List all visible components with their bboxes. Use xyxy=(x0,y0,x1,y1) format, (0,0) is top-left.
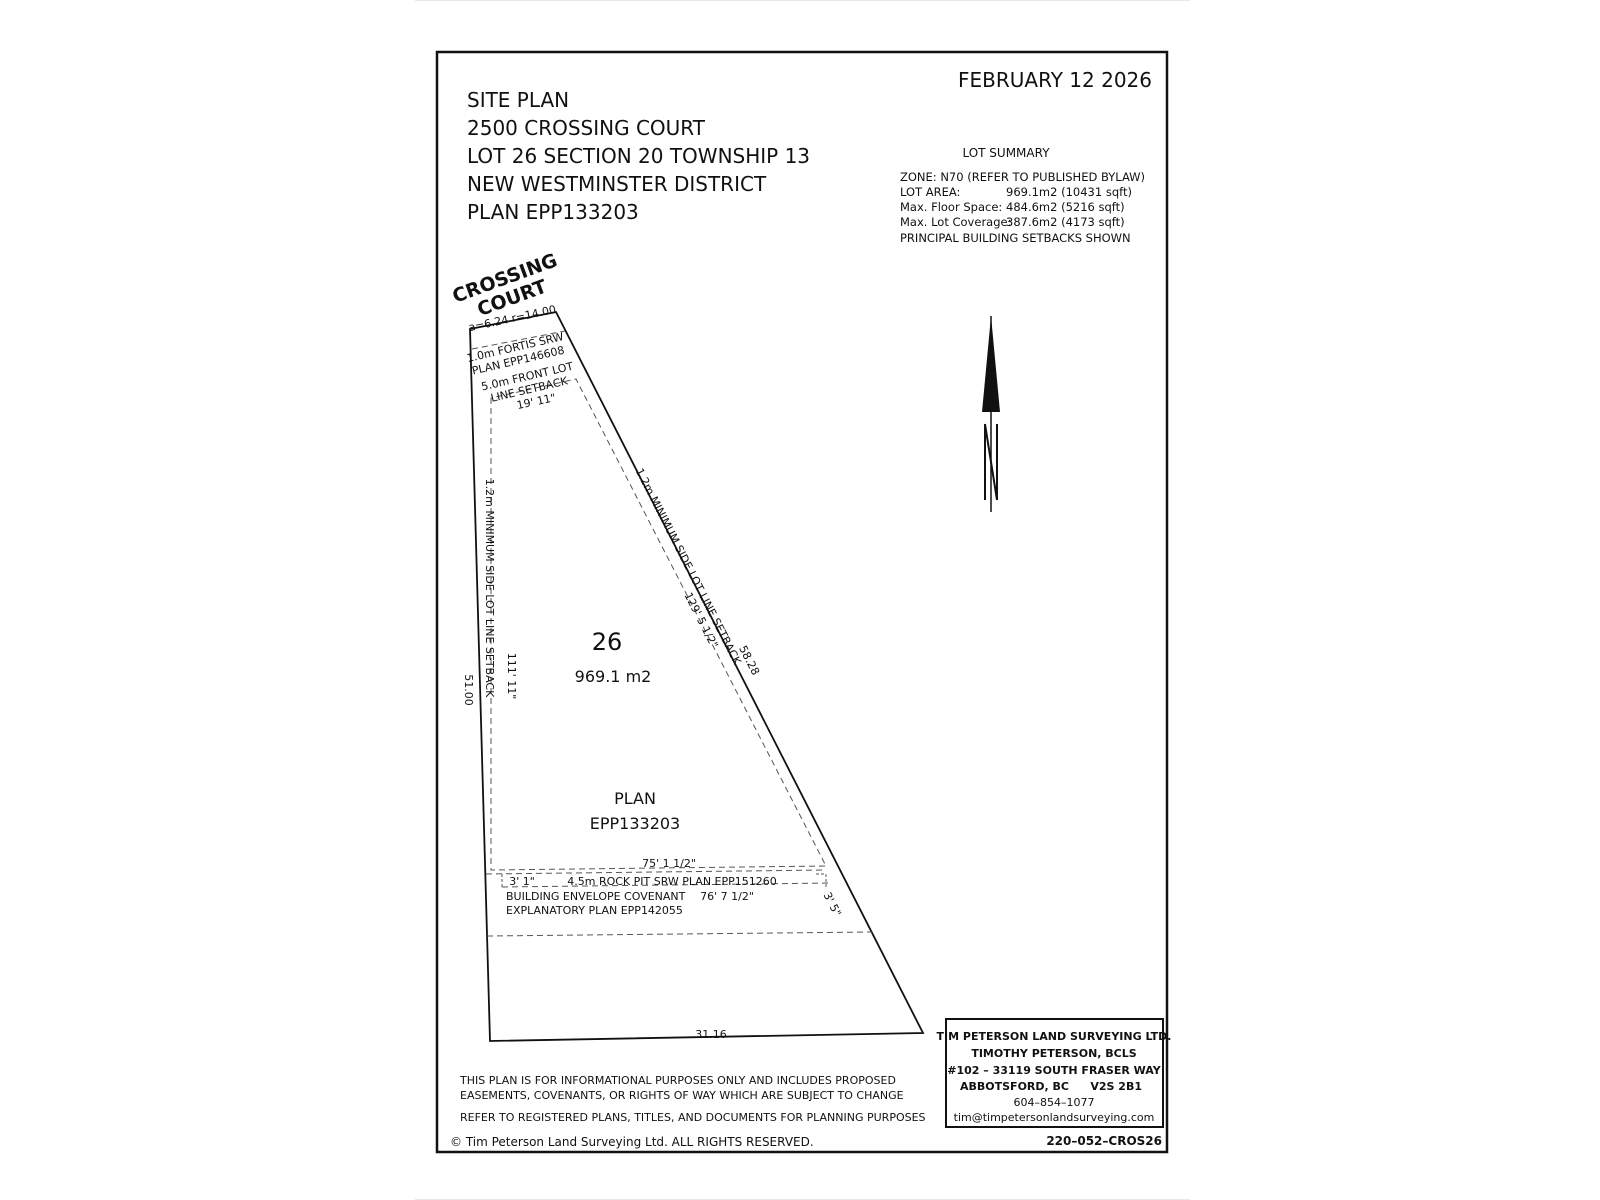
rock-pit-srw-top xyxy=(485,869,827,875)
lot-summary-area-label: LOT AREA: xyxy=(900,185,960,199)
lot-summary-heading: LOT SUMMARY xyxy=(962,146,1050,160)
lot-summary-zone: ZONE: N70 (REFER TO PUBLISHED BYLAW) xyxy=(900,170,1145,184)
file-number: 220–052–CROS26 xyxy=(1046,1134,1162,1148)
rock-pit-srw-label: 4.5m ROCK PIT SRW PLAN EPP151260 xyxy=(567,875,777,888)
lot-summary-setbacks-note: PRINCIPAL BUILDING SETBACKS SHOWN xyxy=(900,231,1131,245)
left-setback-label: 1.2m MINIMUM SIDE LOT LINE SETBACK xyxy=(483,479,496,698)
rear-setback-dim: 75' 1 1/2" xyxy=(642,857,696,870)
right-small-dim-mark xyxy=(816,873,827,887)
plan-date: FEBRUARY 12 2026 xyxy=(958,68,1152,92)
lot-summary-floor-label: Max. Floor Space: xyxy=(900,200,1002,214)
rear-boundary-dim: 31.16 xyxy=(695,1028,727,1041)
rock-pit-srw-bottom xyxy=(501,882,833,888)
surveyor-phone: 604–854–1077 xyxy=(1014,1096,1095,1109)
north-arrow-icon xyxy=(982,316,1000,512)
surveyor-address: #102 – 33119 SOUTH FRASER WAY xyxy=(947,1064,1162,1077)
title-line-2: 2500 CROSSING COURT xyxy=(467,116,706,140)
lot-summary-floor-value: 484.6m2 (5216 sqft) xyxy=(1006,200,1125,214)
envelope-covenant-line-2: EXPLANATORY PLAN EPP142055 xyxy=(506,904,683,917)
envelope-covenant-line-1: BUILDING ENVELOPE COVENANT xyxy=(506,890,686,903)
lot-number: 26 xyxy=(592,628,623,656)
lot-summary-area-value: 969.1m2 (10431 sqft) xyxy=(1006,185,1132,199)
surveyor-block xyxy=(945,1018,1164,1128)
disclaimer-line-1: THIS PLAN IS FOR INFORMATIONAL PURPOSES … xyxy=(459,1074,896,1087)
plan-label-2: EPP133203 xyxy=(590,814,680,833)
fortis-srw-line xyxy=(471,330,566,350)
surveyor-city: ABBOTSFORD, BC xyxy=(960,1080,1069,1093)
right-small-dim: 3' 5" xyxy=(821,890,844,919)
title-line-4: NEW WESTMINSTER DISTRICT xyxy=(467,172,767,196)
lot-boundary xyxy=(469,310,925,1042)
right-setback-label: 1.2m MINIMUM SIDE LOT LINE SETBACK xyxy=(633,466,744,667)
surveyor-postal: V2S 2B1 xyxy=(1090,1080,1142,1093)
sheet-border xyxy=(435,50,1169,1154)
surveyor-email: tim@timpetersonlandsurveying.com xyxy=(954,1111,1155,1124)
title-line-1: SITE PLAN xyxy=(467,88,569,112)
lot-summary-coverage-label: Max. Lot Coverage: xyxy=(900,215,1011,229)
covenant-line xyxy=(486,931,873,937)
rear-envelope-dim: 76' 7 1/2" xyxy=(700,890,754,903)
title-line-3: LOT 26 SECTION 20 TOWNSHIP 13 xyxy=(467,144,810,168)
surveyor-name: TIMOTHY PETERSON, BCLS xyxy=(971,1047,1136,1060)
left-setback-dim: 111' 11" xyxy=(505,653,518,700)
rear-left-dim: 3' 1" xyxy=(509,875,535,888)
lot-summary-coverage-value: 387.6m2 (4173 sqft) xyxy=(1006,215,1125,229)
title-line-5: PLAN EPP133203 xyxy=(467,200,639,224)
setback-envelope xyxy=(490,378,827,871)
copyright: © Tim Peterson Land Surveying Ltd. ALL R… xyxy=(450,1135,814,1149)
lot-area: 969.1 m2 xyxy=(575,667,652,686)
surveyor-company: TIM PETERSON LAND SURVEYING LTD. xyxy=(937,1030,1172,1043)
disclaimer-line-3: REFER TO REGISTERED PLANS, TITLES, AND D… xyxy=(460,1111,926,1124)
plan-label-1: PLAN xyxy=(614,789,656,808)
disclaimer-line-2: EASEMENTS, COVENANTS, OR RIGHTS OF WAY W… xyxy=(460,1089,904,1102)
left-boundary-dim: 51.00 xyxy=(462,674,475,706)
